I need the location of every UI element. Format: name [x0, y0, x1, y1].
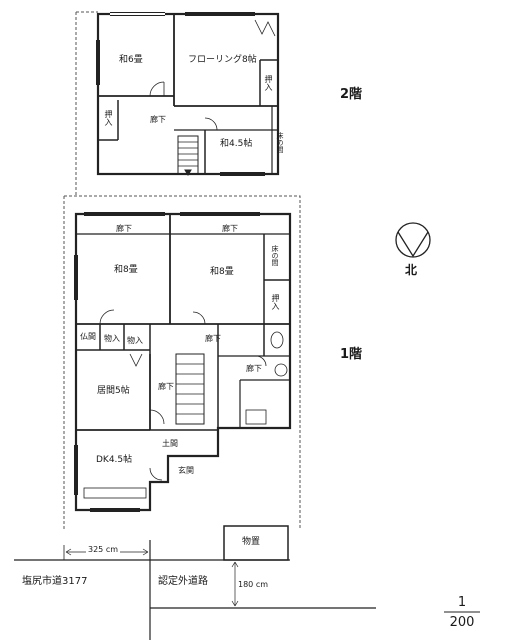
floor-label-1f: 1階 — [340, 347, 363, 362]
first-floor-plan — [63, 195, 301, 530]
room-flooring-8: フローリング8帖 — [188, 55, 257, 65]
room-oshiire-2f-left: 押入 — [104, 110, 113, 126]
room-tokonoma-2f: 床の間 — [276, 132, 284, 153]
room-rouka-1f-mid: 廊下 — [205, 334, 221, 343]
room-monoire-1: 物入 — [104, 334, 120, 343]
room-dk-45: DK4.5帖 — [96, 455, 133, 465]
room-ima-5: 居間5帖 — [97, 386, 130, 396]
room-rouka-1f-top-left: 廊下 — [116, 224, 132, 233]
room-tokonoma-1f: 床の間 — [271, 245, 279, 266]
room-rouka-1f-right: 廊下 — [246, 364, 262, 373]
room-rouka-1f-top-right: 廊下 — [222, 224, 238, 233]
site-road-lines — [14, 540, 376, 640]
room-rouka-2f: 廊下 — [150, 115, 166, 124]
north-compass — [395, 222, 431, 258]
room-genkan: 玄関 — [178, 466, 194, 475]
room-oshiire-2f-right: 押入 — [264, 75, 273, 91]
floor-label-2f: 2階 — [340, 87, 363, 102]
scale-denominator: 200 — [449, 615, 475, 630]
room-washitsu-6: 和6畳 — [119, 55, 143, 65]
road-label-city: 塩尻市道3177 — [22, 576, 88, 587]
room-washitsu-8-right: 和8畳 — [210, 267, 234, 277]
room-washitsu-45: 和4.5帖 — [220, 139, 253, 149]
room-monoire-2: 物入 — [127, 336, 143, 345]
dimension-frontage: 325 cm — [86, 545, 121, 554]
road-label-private: 認定外道路 — [158, 576, 208, 587]
room-rouka-1f-center: 廊下 — [158, 382, 174, 391]
north-label: 北 — [405, 263, 418, 277]
room-doma: 土間 — [162, 439, 178, 448]
room-monooki: 物置 — [242, 537, 261, 547]
room-oshiire-1f: 押入 — [271, 294, 280, 310]
dimension-road-width: 180 cm — [238, 580, 269, 589]
room-washitsu-8-left: 和8畳 — [114, 265, 138, 275]
room-butsuma: 仏間 — [80, 332, 96, 341]
scale-numerator: 1 — [457, 595, 467, 610]
second-floor-plan — [75, 11, 280, 196]
